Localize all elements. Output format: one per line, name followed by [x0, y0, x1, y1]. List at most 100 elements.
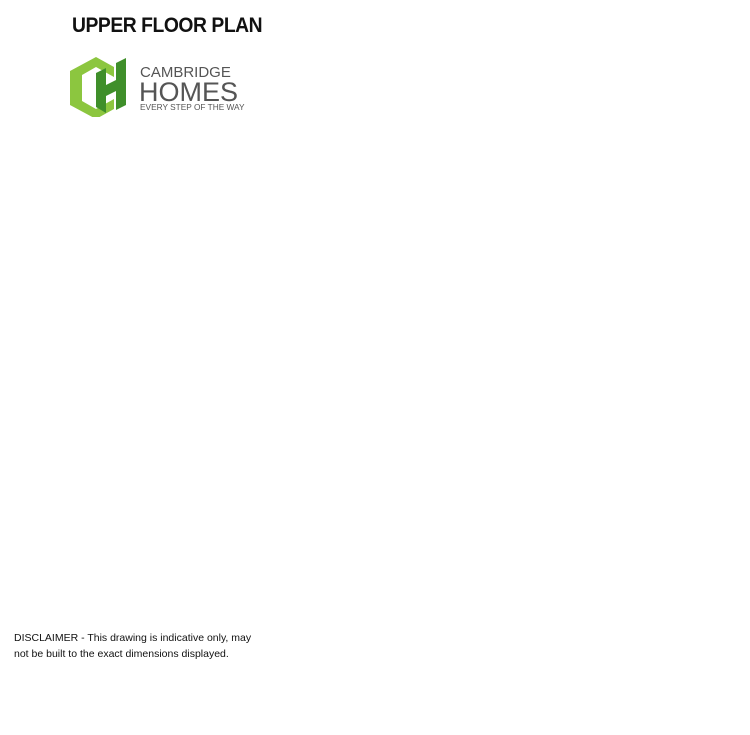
bath-vanity — [326, 199, 342, 231]
svg-text:1: 1 — [335, 326, 338, 332]
svg-text:2/510 SL: 2/510 SL — [447, 316, 469, 322]
svg-text:90: 90 — [290, 110, 296, 116]
dimension-text-right: 3890 1060 600 1050 3200 600 1750 6000 91… — [614, 143, 663, 542]
svg-text:760: 760 — [464, 280, 470, 289]
svg-text:as per eng. Detail B1/14: as per eng. Detail B1/14 — [327, 306, 386, 312]
door-swing-ens — [394, 499, 416, 521]
svg-text:150 Hy90 by truss design: 150 Hy90 by truss design — [538, 287, 544, 349]
svg-text:1500 min: 1500 min — [523, 353, 546, 359]
svg-text:12/20 W38: 12/20 W38 — [572, 365, 578, 392]
svg-text:13: 13 — [318, 335, 324, 341]
svg-text:12/22: 12/22 — [400, 153, 414, 159]
svg-text:3890: 3890 — [614, 218, 620, 230]
svg-text:90: 90 — [557, 110, 563, 116]
svg-text:12/06: 12/06 — [427, 544, 441, 550]
roof-outline — [277, 143, 583, 553]
svg-text:W29 10/06: W29 10/06 — [284, 282, 290, 309]
svg-text:90: 90 — [360, 646, 366, 652]
ens-d3-tag-1 — [372, 456, 384, 468]
wardrobe-bed2: Wr — [507, 278, 514, 284]
svg-text:90: 90 — [540, 570, 546, 576]
smoke-detector-icon — [428, 301, 434, 307]
svg-text:190: 190 — [648, 533, 654, 542]
svg-text:Interior Stairs: Interior Stairs — [272, 467, 308, 473]
svg-text:14: 14 — [318, 326, 324, 332]
svg-text:1000: 1000 — [469, 110, 481, 116]
svg-text:12/06: 12/06 — [472, 544, 486, 550]
bath-d3-tag — [335, 241, 349, 255]
svg-text:2/90x45 SG8: 2/90x45 SG8 — [363, 556, 395, 562]
svg-text:1050: 1050 — [614, 359, 620, 371]
svg-text:Beam over: Beam over — [461, 383, 467, 410]
svg-text:2/510 SL: 2/510 SL — [406, 316, 428, 322]
svg-text:2060: 2060 — [520, 110, 532, 116]
svg-text:3: 3 — [335, 344, 338, 350]
svg-text:XX: XX — [93, 325, 101, 331]
svg-text:Smoke detectors: Smoke detectors — [271, 506, 313, 512]
svg-text:610: 610 — [573, 298, 582, 304]
svg-text:3200: 3200 — [200, 207, 206, 219]
svg-text:12/20 W37: 12/20 W37 — [572, 477, 578, 504]
svg-text:90: 90 — [455, 88, 461, 94]
svg-text:by truss design: by truss design — [306, 402, 343, 408]
svg-text:9: 9 — [320, 371, 323, 377]
svg-text:2/90x45 SG8 by truss design: 2/90x45 SG8 by truss design — [276, 178, 282, 249]
svg-text:5: 5 — [335, 362, 338, 368]
smoke-detector-legend: Smoke detectors as per NZBC F7 SD — [267, 501, 331, 521]
svg-text:2/90x45 SG8 by truss design: 2/90x45 SG8 by truss design — [276, 357, 282, 428]
svg-text:760: 760 — [370, 335, 376, 344]
svg-text:90: 90 — [356, 110, 362, 116]
svg-text:W27-obs: W27-obs — [302, 146, 324, 152]
svg-text:2-4 D3: 2-4 D3 — [334, 243, 351, 249]
svg-text:2000: 2000 — [506, 605, 518, 611]
svg-text:15 Risers: 181mm: 15 Risers: 181mm — [272, 474, 317, 480]
svg-text:710: 710 — [405, 521, 414, 527]
svg-text:4400: 4400 — [487, 656, 499, 662]
svg-text:1090: 1090 — [270, 682, 282, 688]
room-nook: Nook — [491, 314, 516, 325]
door-swing-c — [295, 295, 321, 321]
svg-text:W31: W31 — [317, 418, 328, 424]
svg-text:600: 600 — [635, 270, 641, 279]
svg-text:90: 90 — [322, 110, 328, 116]
svg-text:1.8x0.9: 1.8x0.9 — [366, 448, 384, 454]
svg-text:refer eng. detail: refer eng. detail — [516, 359, 554, 365]
svg-text:YY: YY — [342, 22, 350, 28]
svg-text:2180: 2180 — [324, 682, 336, 688]
interior-stairs-legend: Interior Stairs 15 Risers: 181mm Treads:… — [267, 462, 331, 498]
door-sizes: 710 710 760 760 760 710 710 610 — [299, 278, 583, 527]
svg-text:1.0m high wall with: 1.0m high wall with — [342, 294, 388, 300]
svg-text:12/16 W23: 12/16 W23 — [546, 305, 552, 332]
svg-text:W34: W34 — [428, 550, 439, 556]
svg-text:90: 90 — [560, 646, 566, 652]
svg-text:90: 90 — [475, 595, 481, 601]
section-marker-yy-top: YY A7 — [336, 20, 353, 62]
svg-text:90: 90 — [356, 88, 362, 94]
svg-text:XX: XX — [711, 325, 719, 331]
svg-text:150 Hy90: 150 Hy90 — [312, 396, 336, 402]
svg-text:12/06: 12/06 — [516, 544, 530, 550]
svg-text:90: 90 — [422, 110, 428, 116]
svg-text:760: 760 — [444, 280, 450, 289]
room-cupboard: C — [306, 272, 313, 283]
svg-text:150 Hy90 by truss design: 150 Hy90 by truss design — [562, 347, 568, 409]
svg-text:by truss design: by truss design — [416, 529, 453, 535]
staircase[interactable] — [311, 321, 353, 385]
svg-text:12: 12 — [318, 344, 324, 350]
svg-text:2950: 2950 — [221, 474, 227, 486]
page-title: UPPER FLOOR PLAN — [72, 14, 263, 37]
stairs-down-label: Down — [300, 340, 306, 356]
svg-text:2/90x45 SG8 by truss design: 2/90x45 SG8 by truss design — [276, 263, 282, 334]
svg-text:2060: 2060 — [386, 110, 398, 116]
svg-text:1750: 1750 — [635, 310, 641, 322]
lower-floor-label-top: Lower floor — [284, 135, 311, 141]
svg-text:Beam over: Beam over — [449, 286, 455, 313]
svg-text:90: 90 — [292, 570, 298, 576]
room-bath: Bath — [317, 228, 339, 239]
svg-text:90: 90 — [455, 110, 461, 116]
svg-text:2x Sliders: 2x Sliders — [348, 258, 372, 264]
svg-text:4.2 D3: 4.2 D3 — [370, 460, 386, 466]
